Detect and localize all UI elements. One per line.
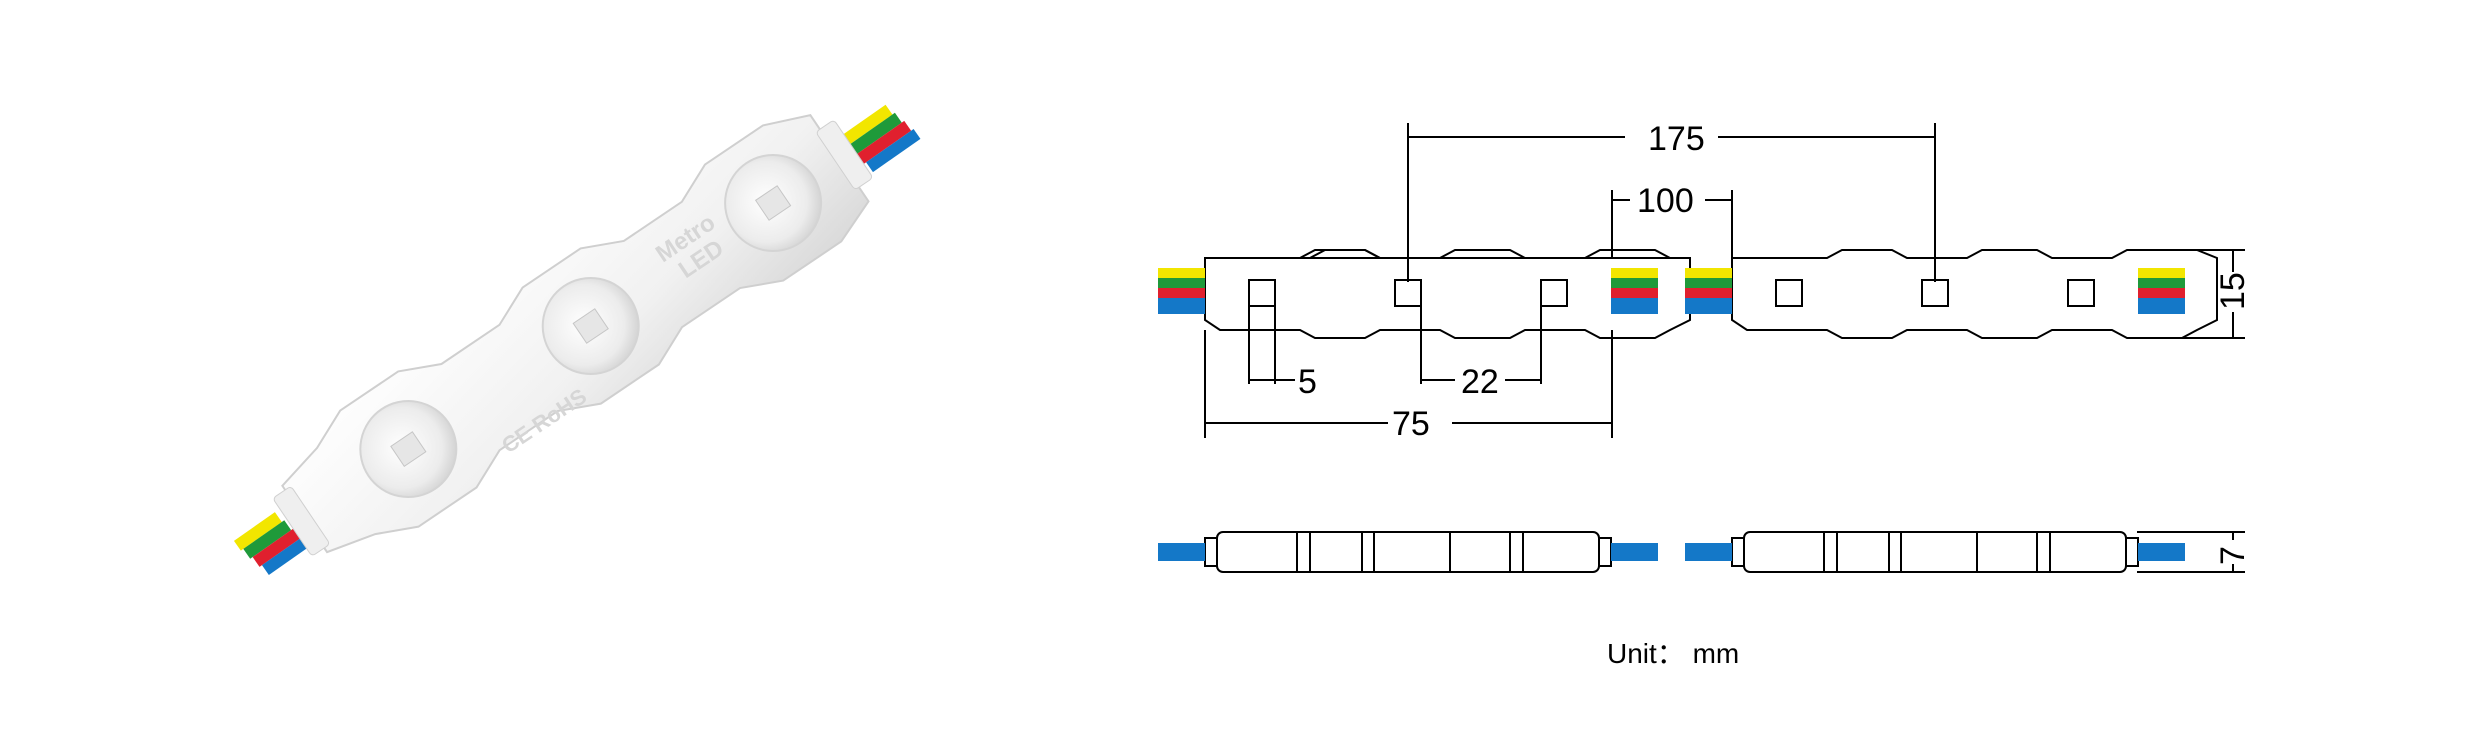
module-side-view-2 [1731, 531, 2139, 573]
led-square [1540, 279, 1568, 307]
dim-cable-length: 100 [1637, 182, 1694, 220]
wire-stub-side [1158, 543, 1205, 561]
unit-label: Unit： mm [1607, 638, 1739, 669]
wire-stub-side [1611, 543, 1658, 561]
wire-stub-side [2138, 543, 2185, 561]
wire-stub-side [1685, 543, 1732, 561]
wire-stub-mid-right [1685, 268, 1732, 314]
dim-module-width: 15 [2214, 272, 2252, 310]
wire-stub-left [1158, 268, 1205, 314]
wires-bottom [233, 512, 310, 575]
led-square [1775, 279, 1803, 307]
module-body: CE RoHS Metro LED [273, 114, 873, 556]
wires-top [838, 104, 921, 173]
dim-led-spacing: 22 [1461, 363, 1499, 401]
dim-led-size: 5 [1298, 363, 1317, 401]
dim-module-length: 75 [1392, 405, 1430, 443]
product-photo: CE RoHS Metro LED [233, 104, 921, 575]
module-top-view-2 [1731, 249, 2218, 339]
wire-stub-right [2138, 268, 2185, 314]
dim-pitch: 175 [1648, 120, 1705, 158]
led-square [2067, 279, 2095, 307]
module-side-view-1 [1204, 531, 1612, 573]
wire-stub-mid-left [1611, 268, 1658, 314]
dim-module-height: 7 [2214, 546, 2252, 565]
led-square [1248, 279, 1276, 307]
led-square [1921, 279, 1949, 307]
module-top-view-1 [1204, 249, 1691, 339]
led-square [1394, 279, 1422, 307]
